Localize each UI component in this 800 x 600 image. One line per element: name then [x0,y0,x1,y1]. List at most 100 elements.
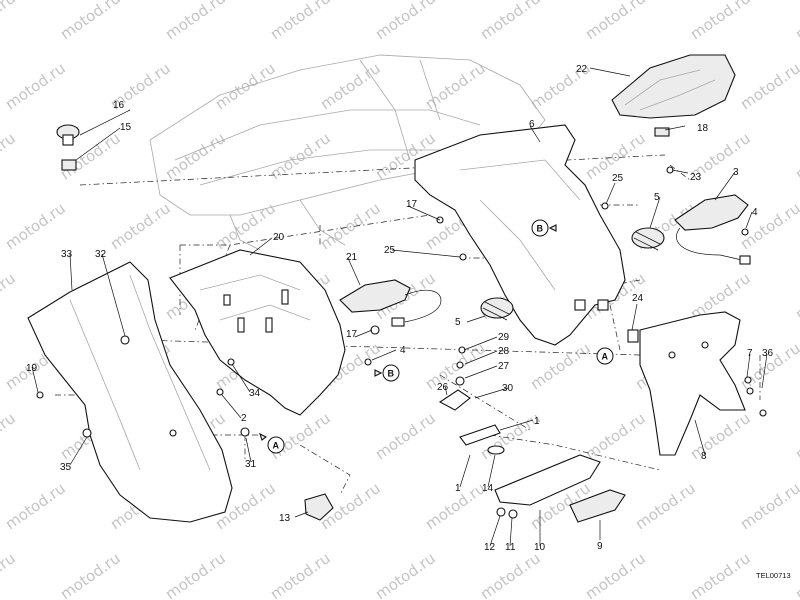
svg-text:B: B [537,224,544,234]
watermark-text: motod.ru [0,129,19,183]
frame-ghost-outline [149,54,546,251]
side-plate-part-8 [639,311,746,456]
watermark-text: motod.ru [0,0,19,43]
reference-mark-a-right: A [596,347,614,365]
callout-1-right: 1 [534,416,540,427]
support-part-10 [494,454,601,506]
reference-mark-b-right: B [531,219,557,237]
callout-34: 34 [249,388,261,399]
callout-5-left: 5 [455,317,461,328]
tail-light-part-22 [611,54,736,119]
callout-16: 16 [113,100,125,111]
watermark-text: motod.ru [632,479,699,533]
drawing-code: TEL00713 [756,571,791,580]
watermark-text: motod.ru [422,339,489,393]
callout-12: 12 [484,542,496,553]
watermark-text: motod.ru [792,409,800,463]
watermark-text: motod.ru [477,0,544,43]
callout-36: 36 [762,348,774,359]
watermark-text: motod.ru [792,269,800,323]
callout-25-right: 25 [612,173,624,184]
callout-27: 27 [498,361,510,372]
callout-20: 20 [273,232,285,243]
callout-24: 24 [632,293,644,304]
callout-13: 13 [279,513,291,524]
tail-light-clip-part-18 [654,127,670,137]
watermark-text: motod.ru [107,199,174,253]
callout-7: 7 [747,348,753,359]
watermark-text: motod.ru [687,0,754,43]
watermark-text: motod.ru [162,0,229,43]
callout-25-left: 25 [384,245,396,256]
callout-11: 11 [505,542,516,553]
grommet-part-5-right [631,227,665,251]
callout-2: 2 [241,413,247,424]
watermark-text: motod.ru [2,479,69,533]
watermark-text: motod.ru [792,0,800,43]
watermark-text: motod.ru [477,549,544,600]
plate-bracket-part-6 [414,124,626,346]
callout-17-top: 17 [406,199,418,210]
callout-15: 15 [120,122,132,133]
svg-text:A: A [602,352,609,362]
watermark-text: motod.ru [2,199,69,253]
watermark-text: motod.ru [792,549,800,600]
watermark-text: motod.ru [527,339,594,393]
watermark-text: motod.ru [267,0,334,43]
watermark-text: motod.ru [582,0,649,43]
watermark-text: motod.ru [422,59,489,113]
callout-19: 19 [26,363,38,374]
watermark-text: motod.ru [372,0,439,43]
callout-28: 28 [498,346,510,357]
watermark-text: motod.ru [267,549,334,600]
callout-8: 8 [701,451,707,462]
watermark-text: motod.ru [162,549,229,600]
watermark-text: motod.ru [0,549,19,600]
callout-10: 10 [534,542,546,553]
watermark-text: motod.ru [737,479,800,533]
callout-35: 35 [60,462,72,473]
callout-5-right: 5 [654,192,660,203]
bracket-part-14 [487,445,505,455]
cap-part-16 [56,124,80,146]
linkage-part-26 [438,389,501,446]
watermark-text: motod.ru [317,199,384,253]
svg-text:A: A [273,441,280,451]
watermark-text: motod.ru [687,549,754,600]
spacer-part-15 [61,159,77,171]
callout-26: 26 [437,382,449,393]
svg-text:B: B [388,369,395,379]
callout-4-left: 4 [400,345,406,356]
callout-30: 30 [502,383,514,394]
watermark-text: motod.ru [0,269,19,323]
watermark-text: motod.ru [212,59,279,113]
callout-29: 29 [498,332,510,343]
watermark-text: motod.ru [57,549,124,600]
callout-23: 23 [690,172,702,183]
callout-1-left: 1 [455,483,461,494]
watermark-text: motod.ru [582,409,649,463]
callout-33: 33 [61,249,73,260]
callout-3: 3 [733,167,739,178]
callout-9: 9 [597,541,603,552]
callout-17-left: 17 [346,329,358,340]
grommet-part-5-left [480,297,514,321]
turn-signal-right-part-3 [674,194,751,265]
rear-mudguard-part-33 [27,261,233,523]
watermark-text: motod.ru [57,0,124,43]
reference-mark-b-left: B [374,364,400,382]
callout-18: 18 [697,123,709,134]
washers-parts-11-12 [496,507,518,519]
watermark-text: motod.ru [792,129,800,183]
watermark-text: motod.ru [687,409,754,463]
watermark-text: motod.ru [582,549,649,600]
watermark-text: motod.ru [372,549,439,600]
callout-32: 32 [95,249,107,260]
callout-4-right: 4 [752,207,758,218]
watermark-text: motod.ru [162,129,229,183]
callout-14: 14 [482,483,494,494]
watermark-text: motod.ru [0,409,19,463]
turn-signal-left-part-21 [339,279,442,327]
undertray-part-20 [169,249,346,416]
